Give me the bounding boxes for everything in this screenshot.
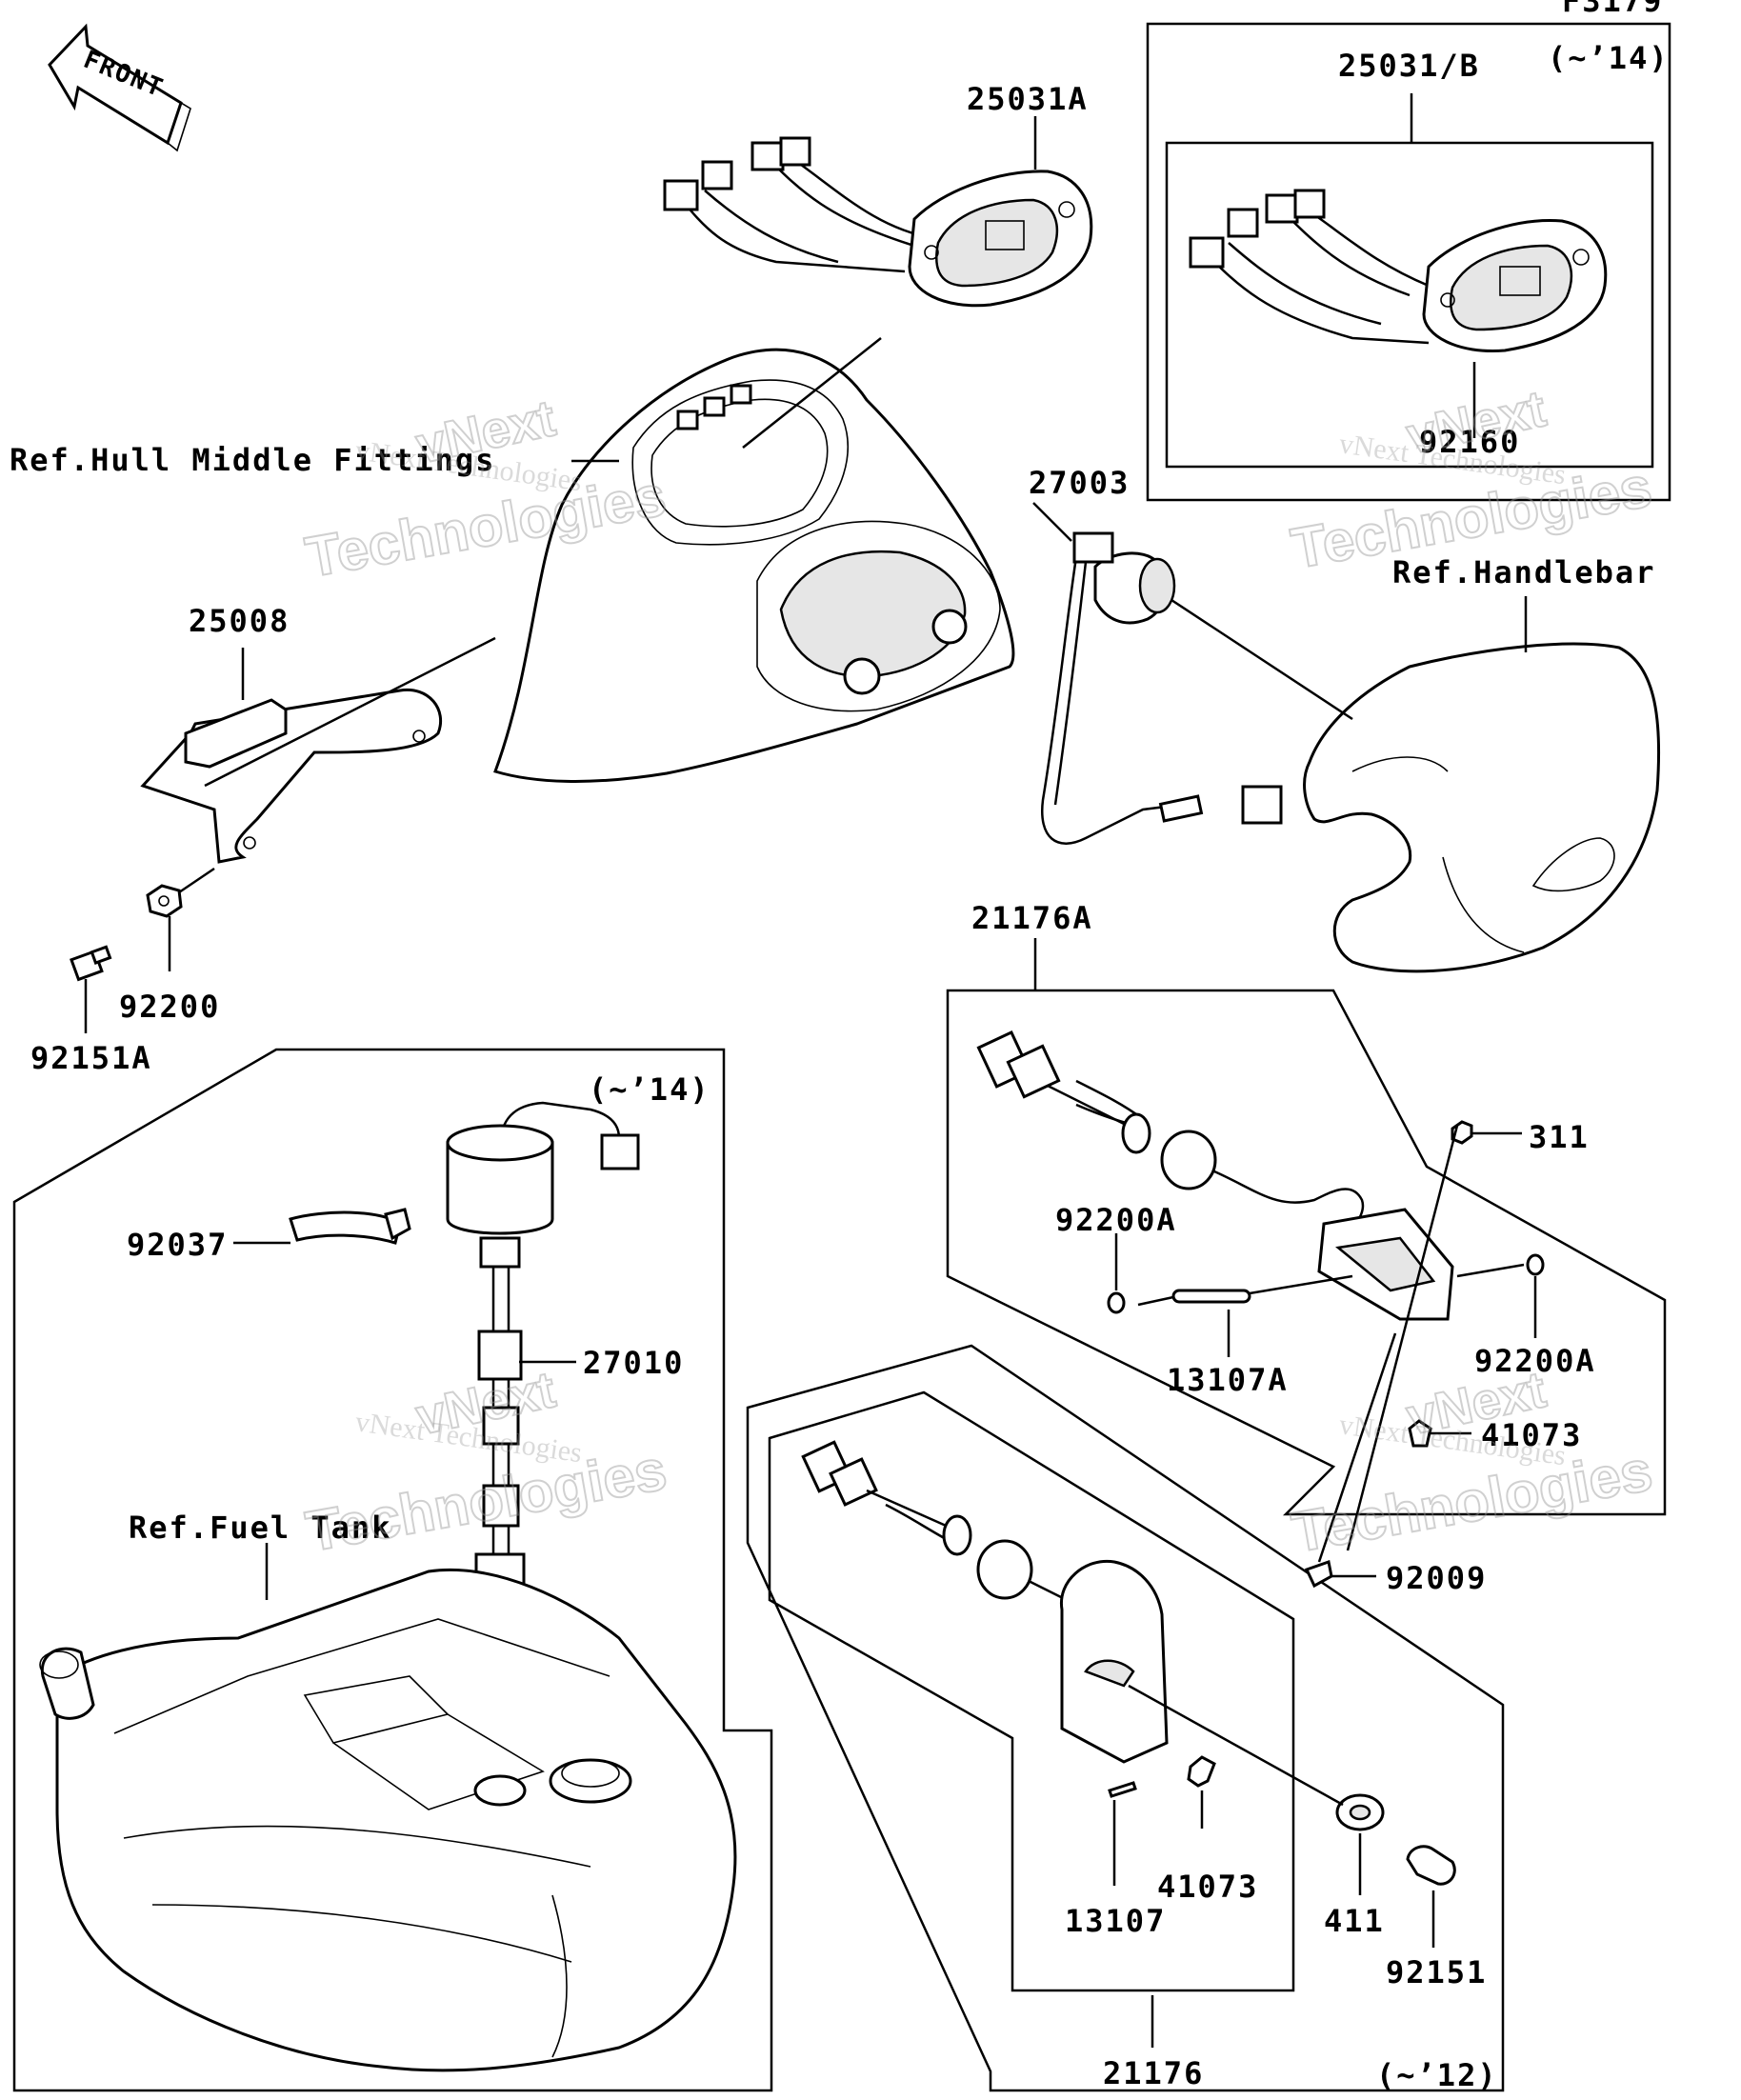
hull-middle-fitting	[493, 337, 1015, 783]
meter-b-inner-box	[1165, 141, 1654, 469]
label-41073-right: 41073	[1481, 1417, 1582, 1453]
note-to14-left: (~’14)	[589, 1071, 710, 1108]
fuel-sender-27010	[233, 1101, 640, 1590]
label-21176: 21176	[1103, 2055, 1204, 2091]
ref-fuel-tank: Ref.Fuel Tank	[129, 1510, 391, 1546]
switch-inner-box	[768, 1390, 1295, 1992]
switch-outer-box	[746, 1344, 1505, 2092]
label-13107: 13107	[1065, 1903, 1166, 1939]
ref-hull-middle-fittings: Ref.Hull Middle Fittings	[10, 442, 495, 478]
note-to14-top: (~’14)	[1548, 40, 1670, 76]
meter-assembly-25031B	[1189, 189, 1608, 353]
watermark-upper-right: vNext vNext Technologies Technologies	[1286, 379, 1657, 582]
nut-92200	[146, 867, 215, 971]
label-25031A: 25031A	[967, 81, 1089, 117]
front-arrow-icon: FRONT	[48, 23, 191, 152]
label-92037: 92037	[127, 1227, 228, 1263]
label-92009: 92009	[1386, 1560, 1487, 1596]
lanyard-key-27003	[1032, 502, 1353, 845]
label-27003: 27003	[1029, 465, 1130, 501]
label-92200A-right: 92200A	[1474, 1343, 1596, 1379]
ref-handlebar: Ref.Handlebar	[1392, 554, 1655, 590]
label-41073-center: 41073	[1157, 1869, 1258, 1905]
label-21176A: 21176A	[971, 900, 1093, 936]
bracket-25008	[140, 636, 496, 864]
label-27010: 27010	[583, 1345, 684, 1381]
meter-b-outer-box	[1146, 22, 1671, 502]
bolt-92151A	[70, 945, 112, 1033]
handlebar-cover	[1303, 596, 1661, 973]
diagram-code: F3179	[1562, 0, 1663, 19]
switch-assembly-21176A	[976, 938, 1545, 1589]
watermark-lower-left: vNext vNext Technologies Technologies	[300, 1360, 671, 1565]
label-92151A: 92151A	[30, 1040, 152, 1076]
meter-switch-a-box	[946, 989, 1667, 1516]
switch-assembly-21176	[801, 1440, 1456, 2048]
label-92160: 92160	[1419, 424, 1520, 460]
label-92151: 92151	[1386, 1954, 1487, 1990]
fuel-sender-box	[12, 1048, 773, 2092]
label-25031B: 25031/B	[1338, 48, 1480, 84]
label-25008: 25008	[189, 603, 290, 639]
watermark-word: Technologies	[301, 1437, 670, 1563]
label-92200: 92200	[119, 989, 220, 1025]
label-411: 411	[1324, 1903, 1385, 1939]
label-311: 311	[1529, 1119, 1590, 1155]
label-92200A-left: 92200A	[1055, 1202, 1177, 1238]
watermark-lower-right: vNext vNext Technologies Technologies	[1287, 1360, 1658, 1566]
note-to12: (~’12)	[1376, 2057, 1498, 2093]
fuel-tank	[39, 1543, 737, 2072]
meter-assembly-25031A	[663, 136, 1093, 308]
label-13107A: 13107A	[1167, 1362, 1289, 1398]
